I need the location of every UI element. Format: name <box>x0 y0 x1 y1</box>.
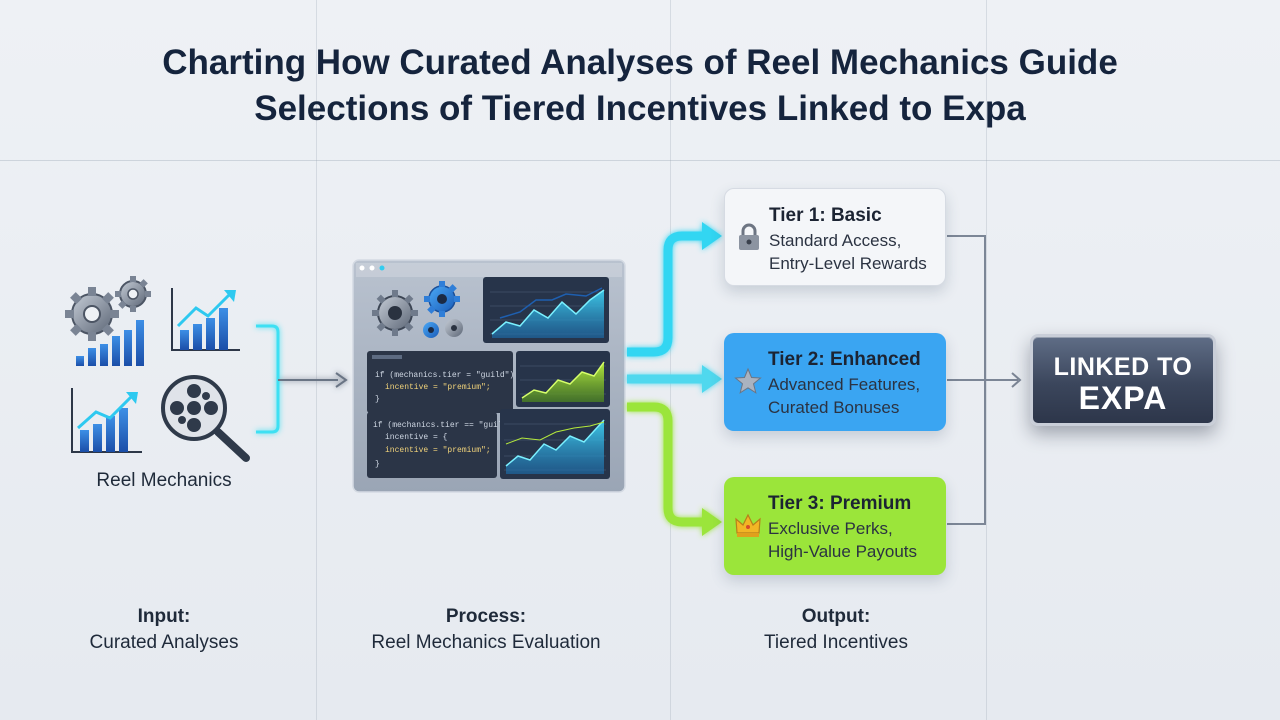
tier-description: Entry-Level Rewards <box>769 254 927 273</box>
column-heading: Process: <box>445 606 527 627</box>
tier-1-card: Tier 1: Basic Standard Access, Entry-Lev… <box>724 188 946 286</box>
badge-line-1: LINKED TO <box>1053 353 1193 381</box>
output-column-label: Output: Tiered Incentives <box>706 604 966 656</box>
tier-title: Tier 2: Enhanced <box>768 349 921 370</box>
input-connector <box>256 324 348 434</box>
code-line: } <box>375 460 380 469</box>
tier-description: Curated Bonuses <box>768 398 900 417</box>
arrow-to-tier-1 <box>627 222 722 357</box>
title-line-1: Charting How Curated Analyses of Reel Me… <box>162 43 1118 82</box>
column-subheading: Curated Analyses <box>89 632 239 653</box>
process-panel: if (mechanics.tier = "guild") { incentiv… <box>352 259 626 493</box>
tier-description: High-Value Payouts <box>768 542 917 561</box>
gears-bar-chart-icon <box>65 276 151 366</box>
tier-2-card: Tier 2: Enhanced Advanced Features, Cura… <box>724 333 946 431</box>
panel-area-chart <box>516 351 610 407</box>
star-icon <box>734 367 762 394</box>
input-icons-label: Reel Mechanics <box>96 470 232 491</box>
tier-description: Advanced Features, <box>768 375 921 394</box>
film-reel-magnifier-icon <box>161 375 250 462</box>
tier-description: Exclusive Perks, <box>768 519 893 538</box>
arrow-to-tier-3 <box>627 402 722 536</box>
column-subheading: Reel Mechanics Evaluation <box>371 632 601 653</box>
arrow-to-tier-2 <box>627 365 722 393</box>
column-heading: Output: <box>801 606 871 627</box>
badge-line-2: EXPA <box>1078 380 1168 416</box>
panel-gears-icon <box>372 281 463 338</box>
panel-area-chart <box>500 409 610 479</box>
code-line: incentive = "premium"; <box>385 383 491 392</box>
crown-icon <box>735 513 761 537</box>
output-connector <box>947 235 1022 525</box>
lock-icon <box>739 223 759 250</box>
panel-code-block-2: if (mechanics.tier == "guild") { incenti… <box>367 412 527 478</box>
tier-3-card: Tier 3: Premium Exclusive Perks, High-Va… <box>724 477 946 575</box>
code-line: incentive = "premium"; <box>385 446 491 455</box>
title-line-2: Selections of Tiered Incentives Linked t… <box>254 89 1026 128</box>
column-heading: Input: <box>137 606 191 627</box>
tier-title: Tier 1: Basic <box>769 205 882 226</box>
input-column-label: Input: Curated Analyses <box>34 604 294 656</box>
header-divider <box>0 160 1280 161</box>
code-line: } <box>375 395 380 404</box>
grid-divider <box>670 0 671 720</box>
linked-to-expa-badge: LINKED TO EXPA <box>1030 334 1216 426</box>
code-line: incentive = { <box>385 433 448 442</box>
grid-divider <box>986 0 987 720</box>
rising-bar-chart-icon <box>171 288 240 351</box>
tier-title: Tier 3: Premium <box>768 493 912 514</box>
panel-code-block-1: if (mechanics.tier = "guild") { incentiv… <box>367 351 524 413</box>
code-line: if (mechanics.tier = "guild") { <box>375 371 524 380</box>
tier-description: Standard Access, <box>769 231 902 250</box>
panel-area-chart <box>483 277 609 343</box>
grid-divider <box>316 0 317 720</box>
column-subheading: Tiered Incentives <box>764 632 908 653</box>
rising-bar-chart-icon <box>71 388 142 453</box>
code-line: if (mechanics.tier == "guild") { <box>373 421 527 430</box>
process-column-label: Process: Reel Mechanics Evaluation <box>356 604 616 656</box>
